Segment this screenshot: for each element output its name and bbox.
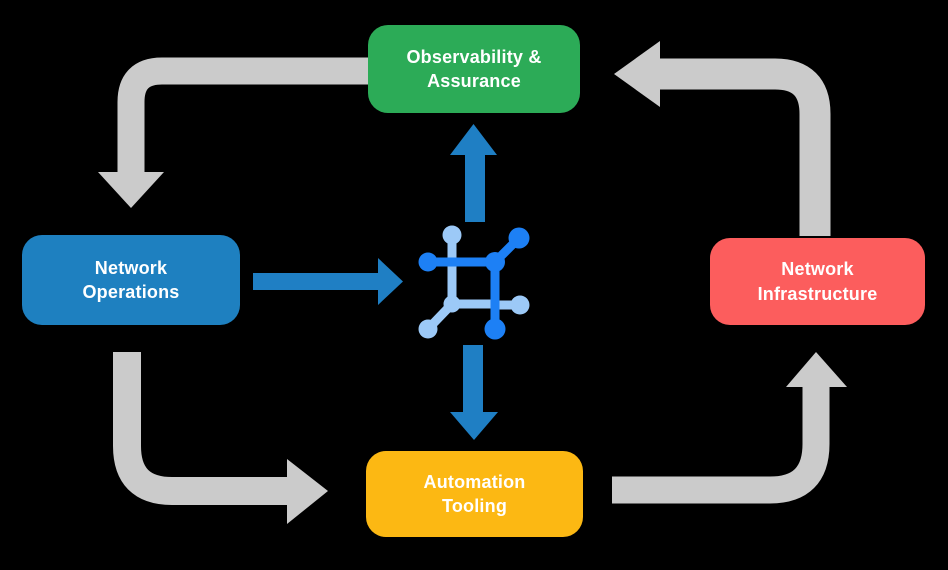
arrow-head-up — [786, 352, 847, 387]
node-observability-assurance: Observability & Assurance — [368, 25, 580, 113]
node-network-infrastructure: Network Infrastructure — [710, 238, 925, 325]
node-network-operations: Network Operations — [22, 235, 240, 325]
arrow-shaft — [612, 385, 830, 504]
icon-dark-nodes — [418, 227, 530, 340]
arrow-infrastructure-to-observability — [614, 41, 831, 236]
node-automation-tooling: Automation Tooling — [366, 451, 583, 537]
arrow-core-to-observability — [450, 124, 497, 222]
icon-light-nodes — [418, 225, 530, 339]
arrow-automation-to-infrastructure — [612, 352, 847, 504]
network-core-icon — [418, 225, 530, 340]
arrow-operations-to-core — [253, 258, 403, 305]
arrow-observability-to-operations — [98, 57, 368, 208]
arrow-shaft — [656, 58, 831, 236]
arrow-operations-to-automation — [113, 352, 328, 524]
arrow-core-to-automation — [450, 345, 498, 440]
arrow-head-left — [614, 41, 660, 107]
arrow-shaft — [117, 57, 368, 176]
arrow-shaft — [113, 352, 290, 505]
arrow-head-down — [98, 172, 164, 208]
arrow-head-right — [287, 459, 328, 524]
